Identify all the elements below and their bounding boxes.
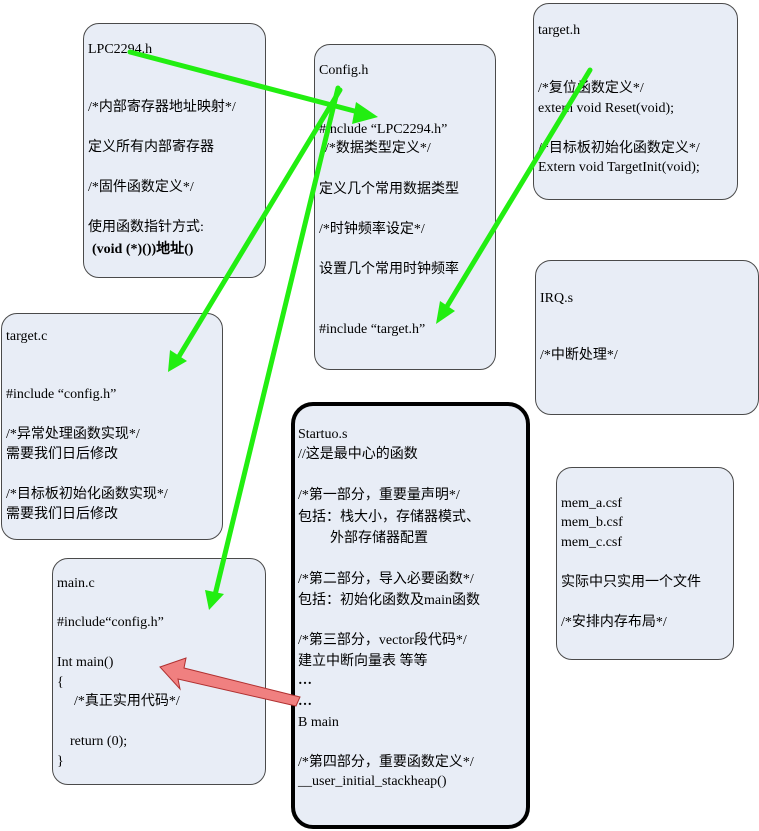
- startup-line-external-mem: 外部存储器配置: [330, 531, 428, 546]
- target-c-title: target.c: [6, 329, 48, 344]
- mem-file-c: mem_c.csf: [561, 535, 623, 550]
- startup-comment-part2: /*第二部分，导入必要函数*/: [298, 572, 474, 587]
- target-h-line-init: Extern void TargetInit(void);: [538, 160, 700, 175]
- arrow-config-to-target-c: [175, 87, 343, 361]
- arrow-target-h-to-config: [443, 67, 593, 311]
- config-include-lpc: #include “LPC2294.h”: [319, 122, 448, 137]
- startup-line-stack: 包括：栈大小，存储器模式、: [298, 510, 480, 525]
- lpc-line-void-addr: (void (*)())地址(): [92, 242, 194, 257]
- target-h-comment-reset: /*复位函数定义*/: [538, 81, 644, 96]
- lpc-comment-register-map: /*内部寄存器地址映射*/: [88, 100, 236, 115]
- config-line-clock: 设置几个常用时钟频率: [319, 262, 459, 277]
- main-c-comment-code: /*真正实用代码*/: [74, 694, 180, 709]
- target-h-title: target.h: [538, 23, 581, 38]
- mem-line-one-file: 实际中只实用一个文件: [561, 575, 701, 590]
- startup-ellipsis-1: …: [298, 673, 312, 688]
- lpc-line-define-registers: 定义所有内部寄存器: [88, 140, 214, 155]
- target-c-comment-exception: /*异常处理函数实现*/: [6, 427, 140, 442]
- main-c-include: #include“config.h”: [57, 615, 164, 630]
- startup-s-box: [291, 402, 530, 829]
- startup-line-b-main: B main: [298, 715, 339, 730]
- lpc-line-func-pointer: 使用函数指针方式:: [88, 220, 204, 235]
- main-c-close-brace: }: [57, 754, 64, 769]
- target-h-comment-init: /*目标板初始化函数定义*/: [538, 141, 700, 156]
- arrowhead-main-c: [205, 590, 224, 610]
- target-h-box: [533, 3, 738, 200]
- startup-comment-part4: /*第四部分，重要函数定义*/: [298, 755, 474, 770]
- config-h-box: [314, 44, 496, 370]
- target-c-include: #include “config.h”: [6, 387, 117, 402]
- config-comment-clock: /*时钟频率设定*/: [319, 222, 425, 237]
- target-c-comment-init: /*目标板初始化函数实现*/: [6, 487, 168, 502]
- main-c-open-brace: {: [57, 675, 64, 690]
- arrowhead-target-c: [168, 350, 187, 372]
- config-include-target: #include “target.h”: [319, 322, 426, 337]
- lpc-comment-firmware: /*固件函数定义*/: [88, 180, 194, 195]
- irq-comment: /*中断处理*/: [540, 348, 618, 363]
- startup-s-title: Startuo.s: [298, 427, 348, 442]
- irq-s-box: [535, 260, 759, 415]
- arrowhead-target-h: [436, 301, 455, 324]
- startup-comment-part1: /*第一部分，重要量声明*/: [298, 488, 460, 503]
- mem-csf-box: [556, 467, 734, 660]
- startup-comment-part3: /*第三部分，vector段代码*/: [298, 633, 467, 648]
- main-c-line-return: return (0);: [70, 734, 128, 749]
- startup-ellipsis-2: …: [298, 694, 312, 709]
- startup-line-vector: 建立中断向量表 等等: [298, 654, 428, 669]
- config-h-title: Config.h: [319, 63, 369, 78]
- target-c-box: [1, 313, 223, 540]
- arrow-config-to-main-c: [212, 85, 341, 598]
- main-c-box: [52, 558, 266, 785]
- startup-line-import: 包括：初始化函数及main函数: [298, 593, 480, 608]
- mem-file-b: mem_b.csf: [561, 515, 623, 530]
- arrowhead-config: [352, 102, 378, 124]
- mem-file-a: mem_a.csf: [561, 496, 623, 511]
- startup-line-center: //这是最中心的函数: [298, 447, 418, 462]
- target-h-line-reset: extern void Reset(void);: [538, 101, 675, 116]
- config-line-types: 定义几个常用数据类型: [319, 182, 459, 197]
- target-c-line-modify-1: 需要我们日后修改: [6, 447, 118, 462]
- arrow-startup-to-main: [159, 657, 301, 707]
- irq-s-title: IRQ.s: [540, 291, 574, 306]
- target-c-line-modify-2: 需要我们日后修改: [6, 507, 118, 522]
- main-c-line-int-main: Int main(): [57, 655, 114, 670]
- mem-comment-layout: /*安排内存布局*/: [561, 615, 667, 630]
- config-comment-types: /*数据类型定义*/: [325, 141, 431, 156]
- main-c-title: main.c: [57, 576, 95, 591]
- arrow-lpc-to-config: [127, 49, 365, 116]
- startup-line-stackheap: __user_initial_stackheap(): [298, 774, 447, 789]
